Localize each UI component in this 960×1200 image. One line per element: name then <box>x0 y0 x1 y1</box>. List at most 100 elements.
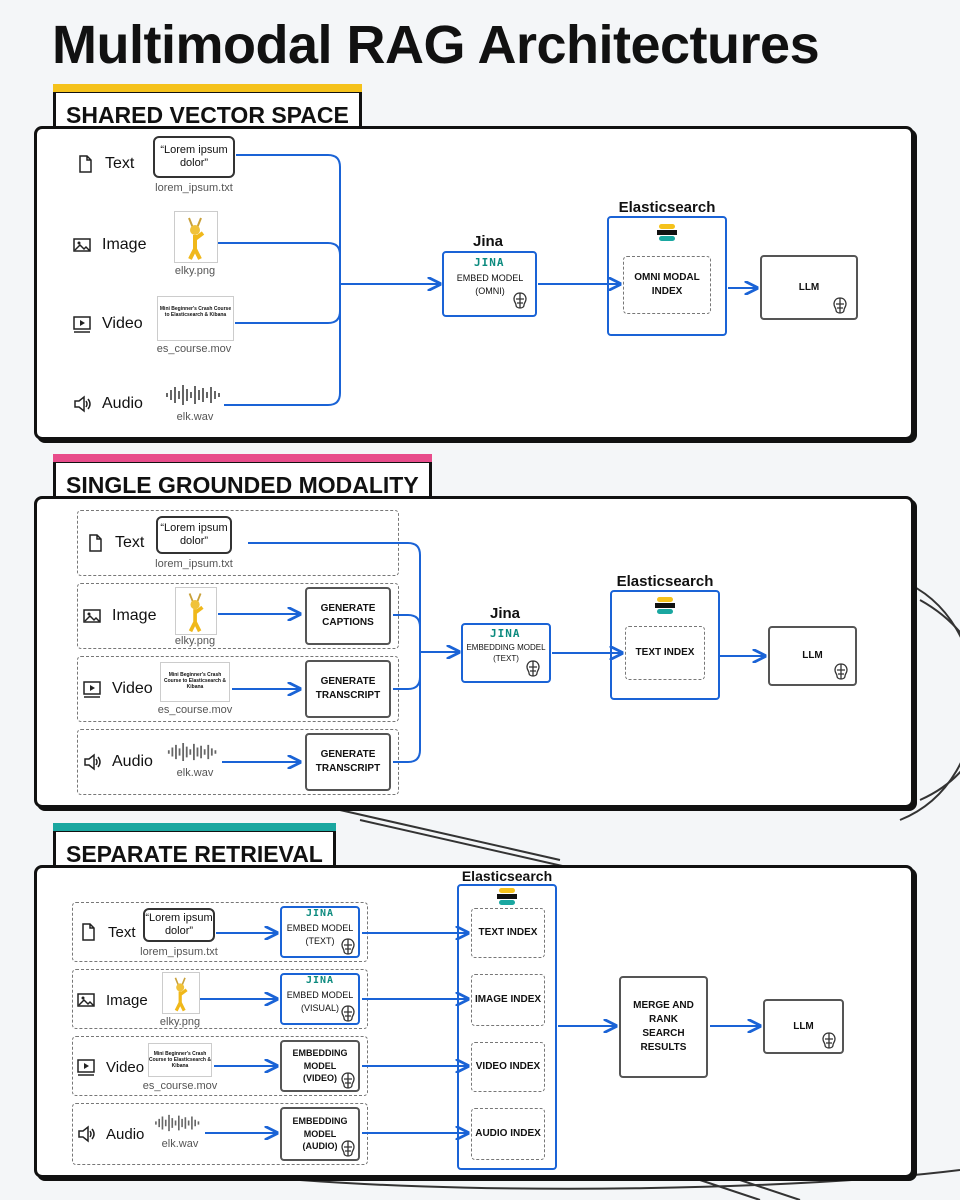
filename: es_course.mov <box>157 704 233 716</box>
file-icon <box>82 923 95 941</box>
modality-label: Video <box>106 1058 145 1076</box>
modality-audio: Audio <box>82 752 153 772</box>
text-sample: “Lorem ipsum dolor” <box>153 136 235 178</box>
generate-transcript-video-box: GENERATE TRANSCRIPT <box>305 660 391 718</box>
modality-label: Text <box>108 923 136 941</box>
merge-and-rank-box: MERGE AND RANK SEARCH RESULTS <box>619 976 708 1078</box>
modality-image: Image <box>76 990 148 1010</box>
brain-icon <box>341 1140 355 1157</box>
embedding-model-video: EMBEDDING MODEL (VIDEO) <box>280 1040 360 1092</box>
modality-video: Video <box>72 314 143 334</box>
audio-waveform <box>155 1114 200 1132</box>
jina-logo: JINA <box>474 256 505 269</box>
page-title: Multimodal RAG Architectures <box>52 15 820 75</box>
video-thumbnail: Mini Beginner's Crash Course to Elastics… <box>160 662 230 702</box>
elk-image-thumbnail <box>162 972 200 1014</box>
modality-label: Text <box>115 534 145 551</box>
omni-modal-index: OMNI MODAL INDEX <box>623 256 711 314</box>
modality-text: Text <box>78 922 136 942</box>
llm-box: LLM <box>768 626 857 686</box>
elk-image-thumbnail <box>175 587 217 635</box>
modality-audio: Audio <box>76 1124 144 1144</box>
jina-logo: JINA <box>306 975 335 986</box>
video-icon <box>77 1059 95 1076</box>
row-audio <box>72 1103 368 1165</box>
video-thumbnail-title: Mini Beginner's Crash Course to Elastics… <box>164 672 226 690</box>
elasticsearch-label: Elasticsearch <box>616 573 714 590</box>
brain-icon <box>834 663 848 680</box>
modality-label: Image <box>102 236 147 253</box>
generate-captions-box: GENERATE CAPTIONS <box>305 587 391 645</box>
audio-index: AUDIO INDEX <box>471 1108 545 1160</box>
filename: elky.png <box>159 1016 201 1028</box>
section-header-label: SEPARATE RETRIEVAL <box>66 841 323 867</box>
video-thumbnail: Mini Beginner's Crash Course to Elastics… <box>148 1043 212 1077</box>
image-icon <box>77 993 95 1007</box>
filename: lorem_ipsum.txt <box>155 558 233 570</box>
filename: lorem_ipsum.txt <box>140 946 218 958</box>
audio-waveform <box>166 385 220 405</box>
modality-label: Image <box>112 607 157 624</box>
brain-icon <box>513 292 527 309</box>
file-icon <box>79 155 92 173</box>
text-index: TEXT INDEX <box>471 908 545 958</box>
section-header-label: SHARED VECTOR SPACE <box>66 102 349 128</box>
modality-audio: Audio <box>72 394 143 414</box>
brain-icon <box>526 660 540 677</box>
video-index: VIDEO INDEX <box>471 1042 545 1092</box>
llm-box: LLM <box>760 255 858 320</box>
jina-label: Jina <box>473 233 504 250</box>
llm-box: LLM <box>763 999 844 1054</box>
embed-model-omni <box>442 251 537 317</box>
filename: elk.wav <box>161 1138 199 1150</box>
modality-label: Video <box>112 680 153 697</box>
section-header-grounded: SINGLE GROUNDED MODALITY <box>53 454 432 500</box>
embedding-model-text <box>461 623 551 683</box>
video-thumbnail-title: Mini Beginner's Crash Course to Elastics… <box>149 1051 211 1069</box>
embedding-model-audio: EMBEDDING MODEL (AUDIO) <box>280 1107 360 1161</box>
filename: es_course.mov <box>156 343 232 355</box>
modality-label: Text <box>105 155 135 172</box>
video-icon <box>73 316 91 333</box>
modality-label: Audio <box>102 395 143 412</box>
elasticsearch-logo-icon <box>657 224 677 241</box>
embed-model-label: EMBED MODEL (VISUAL) <box>286 990 354 1013</box>
modality-label: Image <box>106 991 148 1009</box>
image-icon <box>73 238 91 252</box>
image-icon <box>83 609 101 623</box>
video-icon <box>83 681 101 698</box>
generate-transcript-audio-box: GENERATE TRANSCRIPT <box>305 733 391 791</box>
jina-label: Jina <box>490 605 521 622</box>
speaker-icon <box>78 1125 95 1143</box>
filename: lorem_ipsum.txt <box>155 182 233 194</box>
brain-icon <box>341 1072 355 1089</box>
filename: es_course.mov <box>142 1080 218 1092</box>
file-icon <box>89 534 102 552</box>
text-sample: “Lorem ipsum dolor” <box>143 908 215 942</box>
modality-image: Image <box>72 235 146 255</box>
brain-icon <box>822 1032 836 1049</box>
section-header-separate: SEPARATE RETRIEVAL <box>53 823 336 869</box>
elasticsearch-logo-icon <box>655 597 675 614</box>
text-sample: “Lorem ipsum dolor” <box>156 516 232 554</box>
elasticsearch-label: Elasticsearch <box>461 868 553 884</box>
modality-label: Audio <box>106 1125 145 1143</box>
modality-label: Video <box>102 315 143 332</box>
elasticsearch-label: Elasticsearch <box>618 199 716 216</box>
image-index: IMAGE INDEX <box>471 974 545 1026</box>
filename: elky.png <box>174 635 216 647</box>
audio-waveform <box>167 743 217 761</box>
brain-icon <box>341 1005 355 1022</box>
video-thumbnail-title: Mini Beginner's Crash Course to Elastics… <box>159 306 232 318</box>
jina-logo: JINA <box>490 627 521 640</box>
embed-model-label: EMBED MODEL (OMNI) <box>456 273 524 296</box>
modality-label: Audio <box>112 753 153 770</box>
jina-logo: JINA <box>306 908 335 919</box>
embed-model-label: EMBEDDING MODEL (TEXT) <box>466 643 546 664</box>
video-thumbnail: Mini Beginner's Crash Course to Elastics… <box>157 296 234 341</box>
text-index: TEXT INDEX <box>625 626 705 680</box>
elk-image-thumbnail <box>174 211 218 263</box>
speaker-icon <box>84 753 101 771</box>
brain-icon <box>341 938 355 955</box>
modality-text: Text <box>85 533 144 553</box>
